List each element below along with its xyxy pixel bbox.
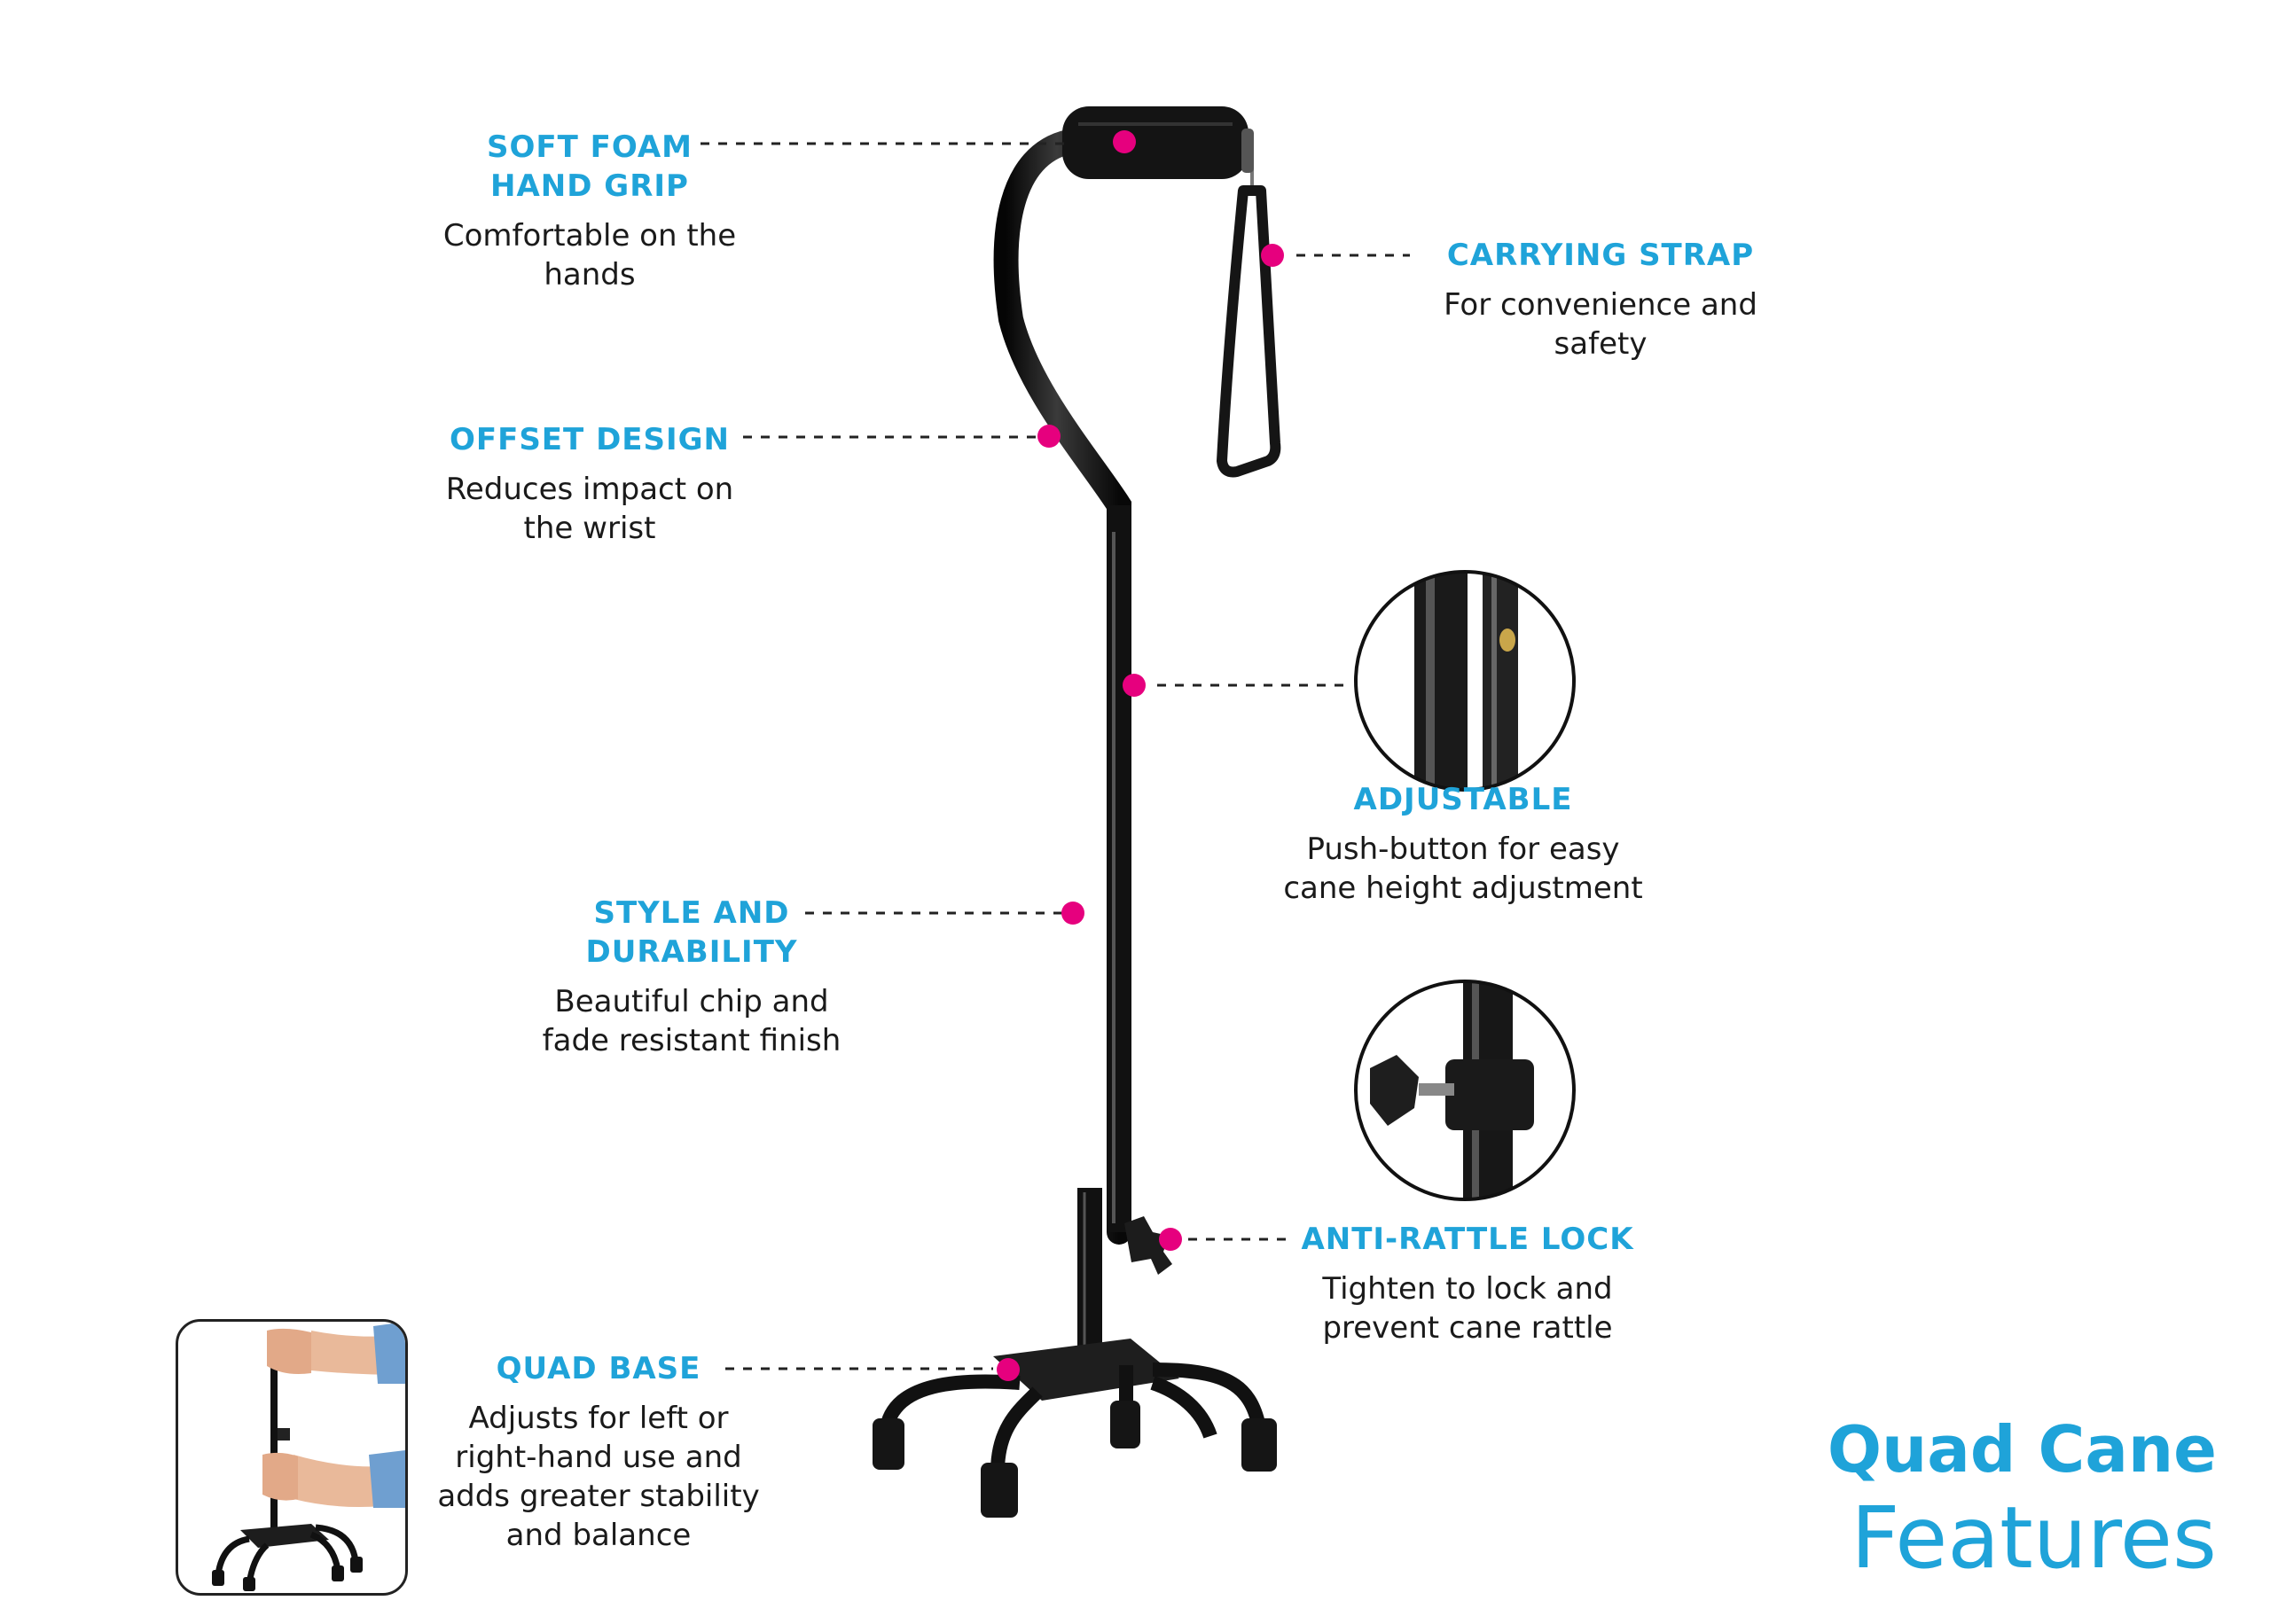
zoom-lock — [1354, 980, 1576, 1201]
carrying-strap — [1217, 140, 1281, 478]
feature-strap: CARRYING STRAP For convenience and safet… — [1401, 236, 1800, 363]
marker-lock — [1159, 1228, 1182, 1251]
heading-line-1: Quad Cane — [1827, 1412, 2217, 1487]
inset-usage-photo — [176, 1319, 408, 1596]
feature-style-desc: Beautiful chip and fade resistant finish — [542, 984, 841, 1058]
feature-base: QUAD BASE Adjusts for left or right-hand… — [399, 1349, 798, 1555]
marker-style — [1061, 902, 1084, 925]
marker-adjust — [1123, 674, 1146, 697]
feature-base-title: QUAD BASE — [496, 1351, 701, 1386]
feature-strap-desc: For convenience and safety — [1444, 287, 1757, 362]
feature-grip-title: SOFT FOAM HAND GRIP — [486, 129, 693, 204]
feature-lock-title: ANTI-RATTLE LOCK — [1301, 1222, 1634, 1257]
marker-base — [997, 1358, 1020, 1381]
lower-tube — [1077, 1188, 1102, 1365]
foam-grip — [1062, 106, 1248, 179]
feature-offset-title: OFFSET DESIGN — [449, 422, 731, 457]
feature-strap-title: CARRYING STRAP — [1446, 238, 1755, 273]
cane-shaft — [993, 129, 1131, 1245]
heading-line-2: Features — [1851, 1488, 2217, 1588]
feature-grip: SOFT FOAM HAND GRIP Comfortable on the h… — [390, 128, 789, 294]
marker-grip — [1113, 130, 1136, 153]
feature-lock-desc: Tighten to lock and prevent cane rattle — [1322, 1271, 1613, 1346]
hands-on-cane-illustration — [212, 1322, 405, 1591]
feature-adjust: ADJUSTABLE Push-button for easy cane hei… — [1241, 780, 1685, 908]
marker-strap — [1261, 244, 1284, 267]
lock-knob — [1124, 1216, 1172, 1275]
marker-offset — [1037, 425, 1061, 448]
feature-offset: OFFSET DESIGN Reduces impact on the wris… — [381, 420, 798, 548]
feature-markers — [997, 130, 1284, 1381]
zoom-adjustable — [1354, 570, 1576, 792]
leader-lines — [701, 142, 1410, 1370]
quad-base — [873, 1339, 1277, 1518]
feature-style: STYLE AND DURABILITY Beautiful chip and … — [497, 894, 887, 1060]
feature-adjust-desc: Push-button for easy cane height adjustm… — [1283, 832, 1643, 906]
feature-grip-desc: Comfortable on the hands — [442, 218, 737, 293]
feature-lock: ANTI-RATTLE LOCK Tighten to lock and pre… — [1268, 1220, 1667, 1347]
feature-offset-desc: Reduces impact on the wrist — [445, 472, 734, 546]
feature-base-desc: Adjusts for left or right-hand use and a… — [437, 1401, 760, 1553]
feature-style-title: STYLE AND DURABILITY — [585, 895, 798, 970]
feature-adjust-title: ADJUSTABLE — [1353, 782, 1573, 817]
